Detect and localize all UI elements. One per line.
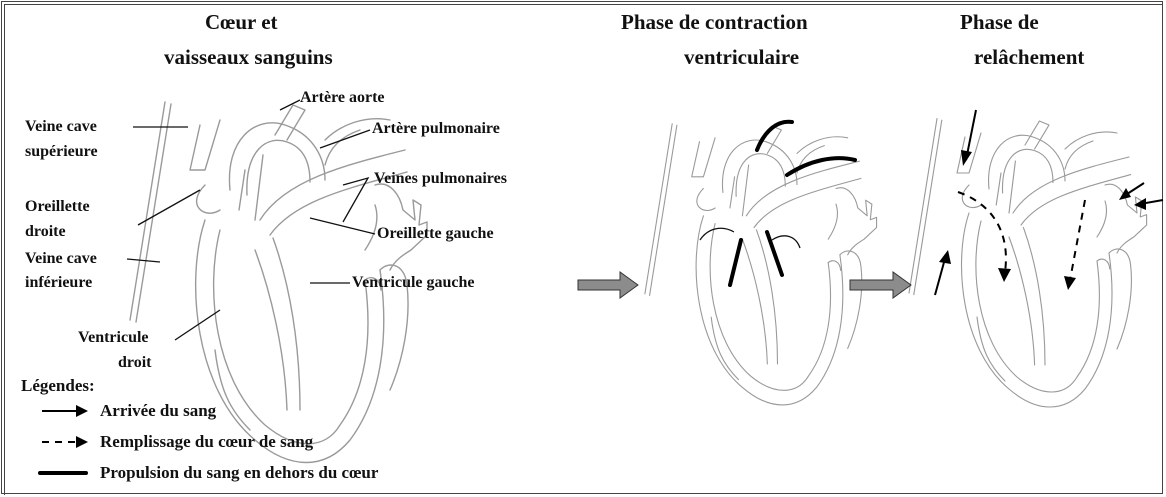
legend-item-propulsion: Propulsion du sang en dehors du cœur — [100, 464, 378, 481]
label-right-ventricle-line2: droit — [118, 355, 151, 371]
label-right-atrium-line2: droite — [25, 224, 66, 240]
transition-arrow-1 — [578, 272, 638, 298]
label-svc-line2: supérieure — [25, 144, 98, 160]
label-svc-line1: Veine cave — [25, 119, 97, 135]
heart-drawing-contraction — [645, 124, 877, 405]
title-left-line2: vaisseaux sanguins — [164, 47, 333, 68]
legend-symbol-solid-arrow — [42, 405, 88, 417]
label-leader-lines — [127, 100, 375, 340]
label-artery-pulmonary: Artère pulmonaire — [372, 121, 500, 137]
transition-arrow-2 — [850, 272, 911, 298]
title-middle-line1: Phase de contraction — [621, 12, 808, 33]
label-right-atrium-line1: Oreillette — [25, 199, 90, 215]
label-pulmonary-veins: Veines pulmonaires — [374, 171, 507, 187]
legend-item-filling: Remplissage du cœur de sang — [100, 433, 313, 450]
label-artery-aorta: Artère aorte — [300, 90, 385, 106]
title-right-line2: relâchement — [974, 47, 1084, 68]
label-ivc-line1: Veine cave — [25, 251, 97, 267]
title-left-line1: Cœur et — [205, 12, 278, 33]
legend-item-arrival: Arrivée du sang — [100, 402, 216, 419]
legend-title: Légendes: — [21, 377, 95, 394]
label-left-atrium: Oreillette gauche — [377, 226, 494, 242]
label-left-ventricle: Ventricule gauche — [352, 275, 475, 291]
label-ivc-line2: inférieure — [25, 275, 92, 291]
title-middle-line2: ventriculaire — [684, 47, 799, 68]
title-right-line1: Phase de — [960, 12, 1039, 33]
legend-symbol-dashed-arrow — [42, 436, 88, 448]
label-right-ventricle-line1: Ventricule — [78, 330, 149, 346]
